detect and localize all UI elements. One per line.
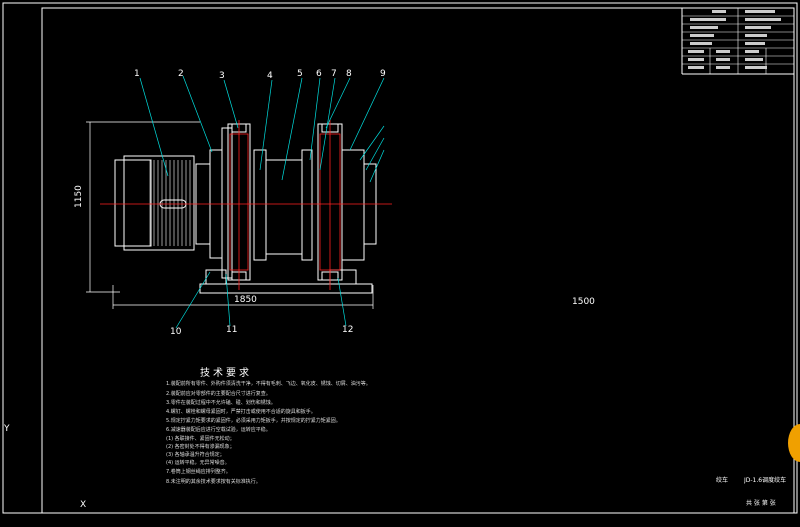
part-label: 10 — [170, 327, 182, 337]
note-line: 7.卷筒上钢丝绳应排列整齐。 — [166, 469, 231, 475]
part-label: 2 — [178, 69, 184, 79]
part-label: 5 — [297, 69, 303, 79]
note-line: 4.螺钉、螺栓和螺母紧固时，严禁打击或使用不合适的旋具和扳手。 — [166, 409, 316, 415]
part-label: 11 — [226, 325, 238, 335]
drawing-frame — [2, 2, 798, 514]
note-line: (1) 各联接件、紧固件无松动； — [166, 436, 235, 442]
title-block-code: JD-1.6调度绞车 — [744, 477, 787, 484]
technical-requirements-title: 技术要求 — [200, 368, 252, 379]
motor — [114, 155, 211, 251]
note-line: 5.规定拧紧力矩要求的紧固件，必须采用力矩扳手，并按规定的拧紧力矩紧固。 — [166, 418, 341, 424]
note-line: 8.未注明的其余技术要求按有关标准执行。 — [166, 479, 261, 485]
part-label: 8 — [346, 69, 352, 79]
ucs-x-label: X — [80, 500, 87, 510]
right-gear-housing — [317, 123, 377, 281]
part-label: 4 — [267, 71, 273, 81]
note-line: (4) 运转平稳，无异常噪音。 — [166, 460, 230, 466]
note-line: (2) 各密封处不得有渗漏现象； — [166, 444, 235, 450]
dimension-height-front: 1150 — [74, 185, 84, 208]
drum — [253, 149, 313, 261]
part-label: 7 — [331, 69, 337, 79]
title-block-name: 绞车 — [716, 477, 729, 484]
dimension-width-front: 1850 — [234, 295, 257, 305]
part-label: 6 — [316, 69, 322, 79]
parameter-block-text — [688, 10, 781, 69]
dimension-width-side: 1500 — [572, 297, 595, 307]
motor-fins — [149, 160, 191, 246]
part-label: 3 — [219, 71, 225, 81]
note-line: 3.零件在装配过程中不允许磕、碰、划伤和锈蚀。 — [166, 400, 276, 406]
title-block-sheet: 共 张 第 张 — [746, 500, 776, 507]
note-line: (3) 各轴承温升符合规定； — [166, 452, 225, 458]
part-label: 1 — [134, 69, 140, 79]
front-leader-lines — [139, 75, 385, 329]
note-line: 2.装配前应对零部件的主要配合尺寸进行复查。 — [166, 391, 271, 397]
parameter-block — [682, 8, 794, 74]
front-view — [86, 75, 392, 329]
ucs-y-label: Y — [4, 424, 10, 434]
part-label: 12 — [342, 325, 354, 335]
part-label: 9 — [380, 69, 386, 79]
note-line: 1.装配前所有零件、外购件须清洗干净，不得有毛刺、飞边、氧化皮、锈蚀、切屑、油污… — [166, 381, 371, 387]
front-dimension-lines — [86, 121, 374, 309]
note-line: 6.减速器装配后应进行空载试验，运转应平稳。 — [166, 427, 271, 433]
floating-assistant-button[interactable] — [788, 424, 800, 462]
